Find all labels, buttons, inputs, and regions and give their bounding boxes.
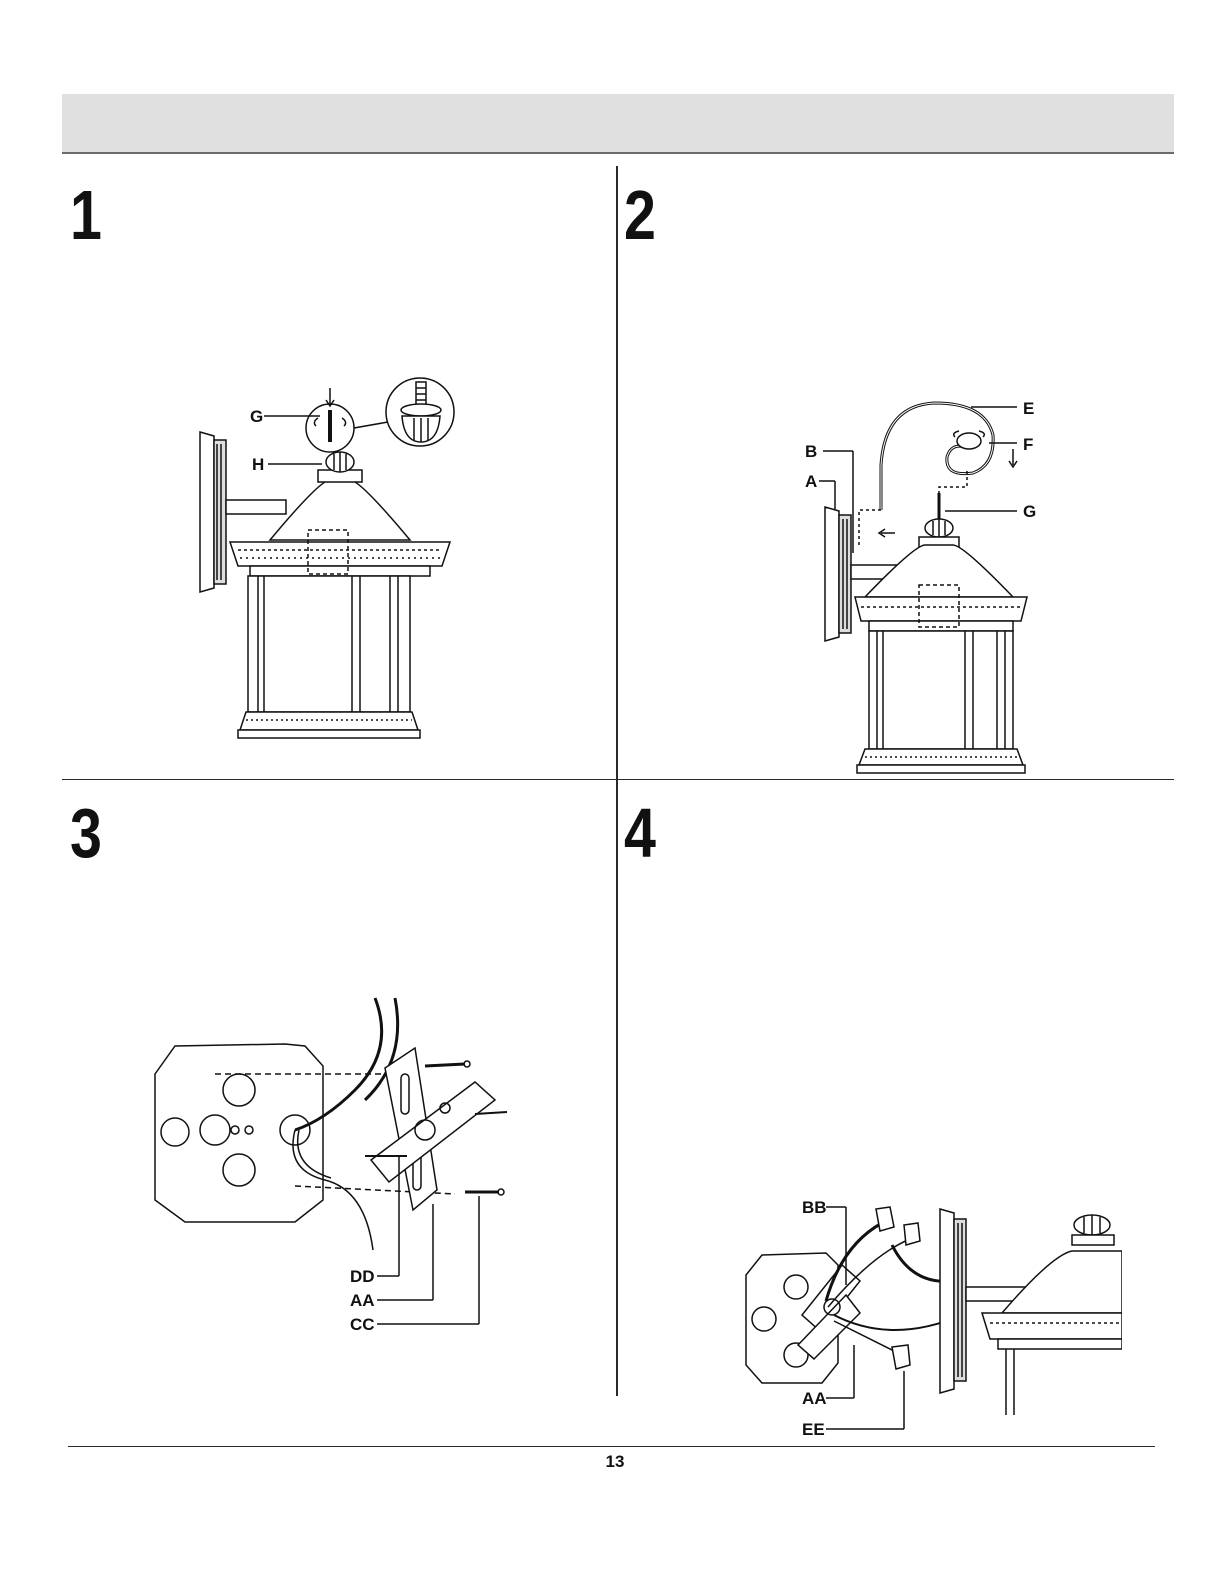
footer-rule [68, 1446, 1155, 1447]
step-1-number: 1 [70, 180, 102, 250]
step-4-number: 4 [624, 798, 656, 868]
step-2-label-g: G [1023, 502, 1036, 521]
step-3-label-dd: DD [350, 1267, 375, 1286]
step-3-number: 3 [70, 798, 102, 868]
vertical-divider [616, 166, 618, 1396]
step-2-label-a: A [805, 472, 817, 491]
section-header-bar [62, 94, 1174, 154]
step-2-illustration: E F B A G [795, 385, 1055, 780]
step-2-number: 2 [624, 180, 656, 250]
step-4-label-ee: EE [802, 1420, 825, 1439]
page-number: 13 [560, 1452, 670, 1472]
step-3-illustration: DD AA CC [145, 990, 525, 1350]
step-3-label-aa: AA [350, 1291, 375, 1310]
step-4-illustration: BB AA EE [742, 1195, 1122, 1445]
step-2-label-e: E [1023, 399, 1034, 418]
step-1-label-g: G [250, 407, 263, 426]
step-1-label-h: H [252, 455, 264, 474]
step-2-label-b: B [805, 442, 817, 461]
step-3-label-cc: CC [350, 1315, 375, 1334]
step-4-label-bb: BB [802, 1198, 827, 1217]
step-4-label-aa: AA [802, 1389, 827, 1408]
step-2-label-f: F [1023, 435, 1033, 454]
step-1-illustration: G H [190, 370, 480, 750]
